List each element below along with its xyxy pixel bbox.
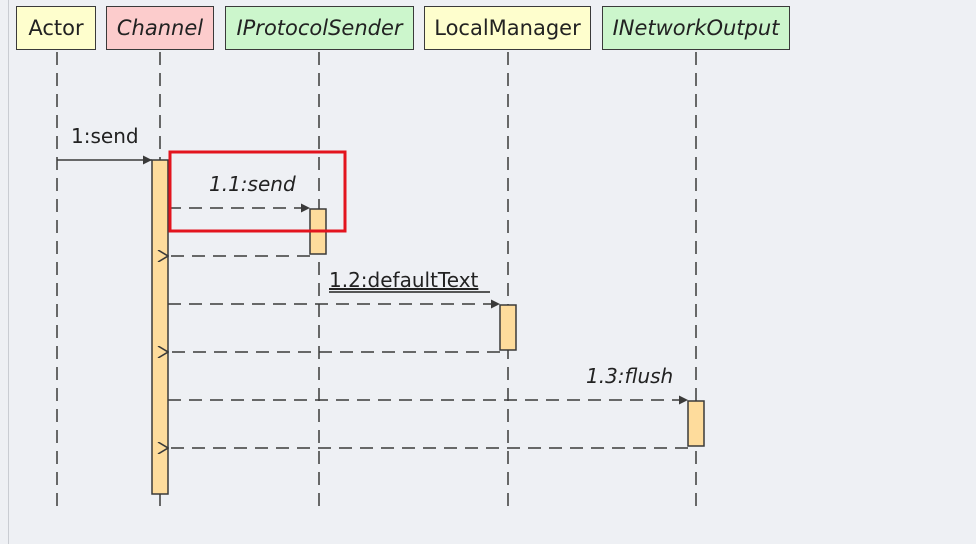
highlight-box xyxy=(168,150,347,233)
participant-inetworkoutput: INetworkOutput xyxy=(602,6,790,50)
left-divider xyxy=(8,0,9,544)
participant-localmanager: LocalManager xyxy=(424,6,591,50)
message-label-1-3-flush: 1.3:flush xyxy=(586,364,673,388)
activation-inetworkoutput xyxy=(687,400,705,447)
participant-label: IProtocolSender xyxy=(236,16,403,40)
activation-channel xyxy=(151,159,169,495)
activation-localmanager xyxy=(499,304,517,351)
message-label-1-1-send: 1.1:send xyxy=(209,172,296,196)
participant-actor: Actor xyxy=(16,6,96,50)
message-label-1-2-defaulttext: 1.2:defaultText xyxy=(329,268,479,292)
participant-label: LocalManager xyxy=(434,16,581,40)
participant-label: INetworkOutput xyxy=(612,16,780,40)
participant-label: Channel xyxy=(116,16,204,40)
participant-label: Actor xyxy=(28,16,84,40)
message-label-send: 1:send xyxy=(71,124,139,148)
participant-channel: Channel xyxy=(106,6,214,50)
participant-iprotocolsender: IProtocolSender xyxy=(225,6,414,50)
